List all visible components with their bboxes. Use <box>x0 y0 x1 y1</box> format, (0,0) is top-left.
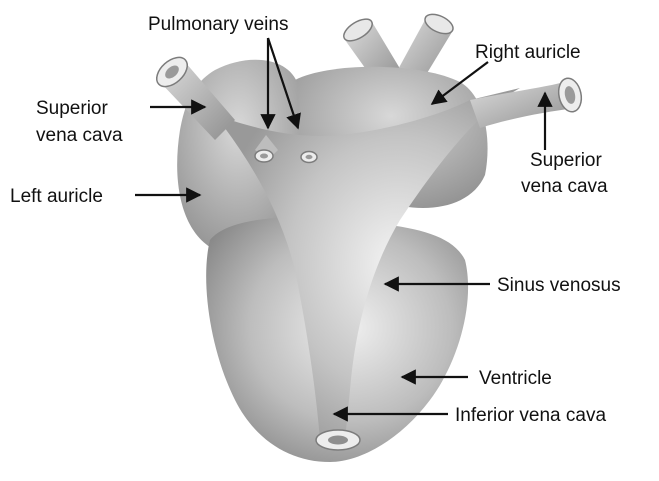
label-superior-vena-cava-right-line1: Superior <box>530 150 602 171</box>
label-right-auricle: Right auricle <box>475 42 581 63</box>
label-pulmonary-veins: Pulmonary veins <box>148 14 288 35</box>
label-superior-vena-cava-right-line2: vena cava <box>521 176 608 197</box>
label-superior-vena-cava-left-line1: Superior <box>36 98 108 119</box>
label-sinus-venosus: Sinus venosus <box>497 275 621 296</box>
label-inferior-vena-cava: Inferior vena cava <box>455 405 606 426</box>
label-ventricle: Ventricle <box>479 368 552 389</box>
label-left-auricle: Left auricle <box>10 186 103 207</box>
label-superior-vena-cava-left-line2: vena cava <box>36 125 123 146</box>
